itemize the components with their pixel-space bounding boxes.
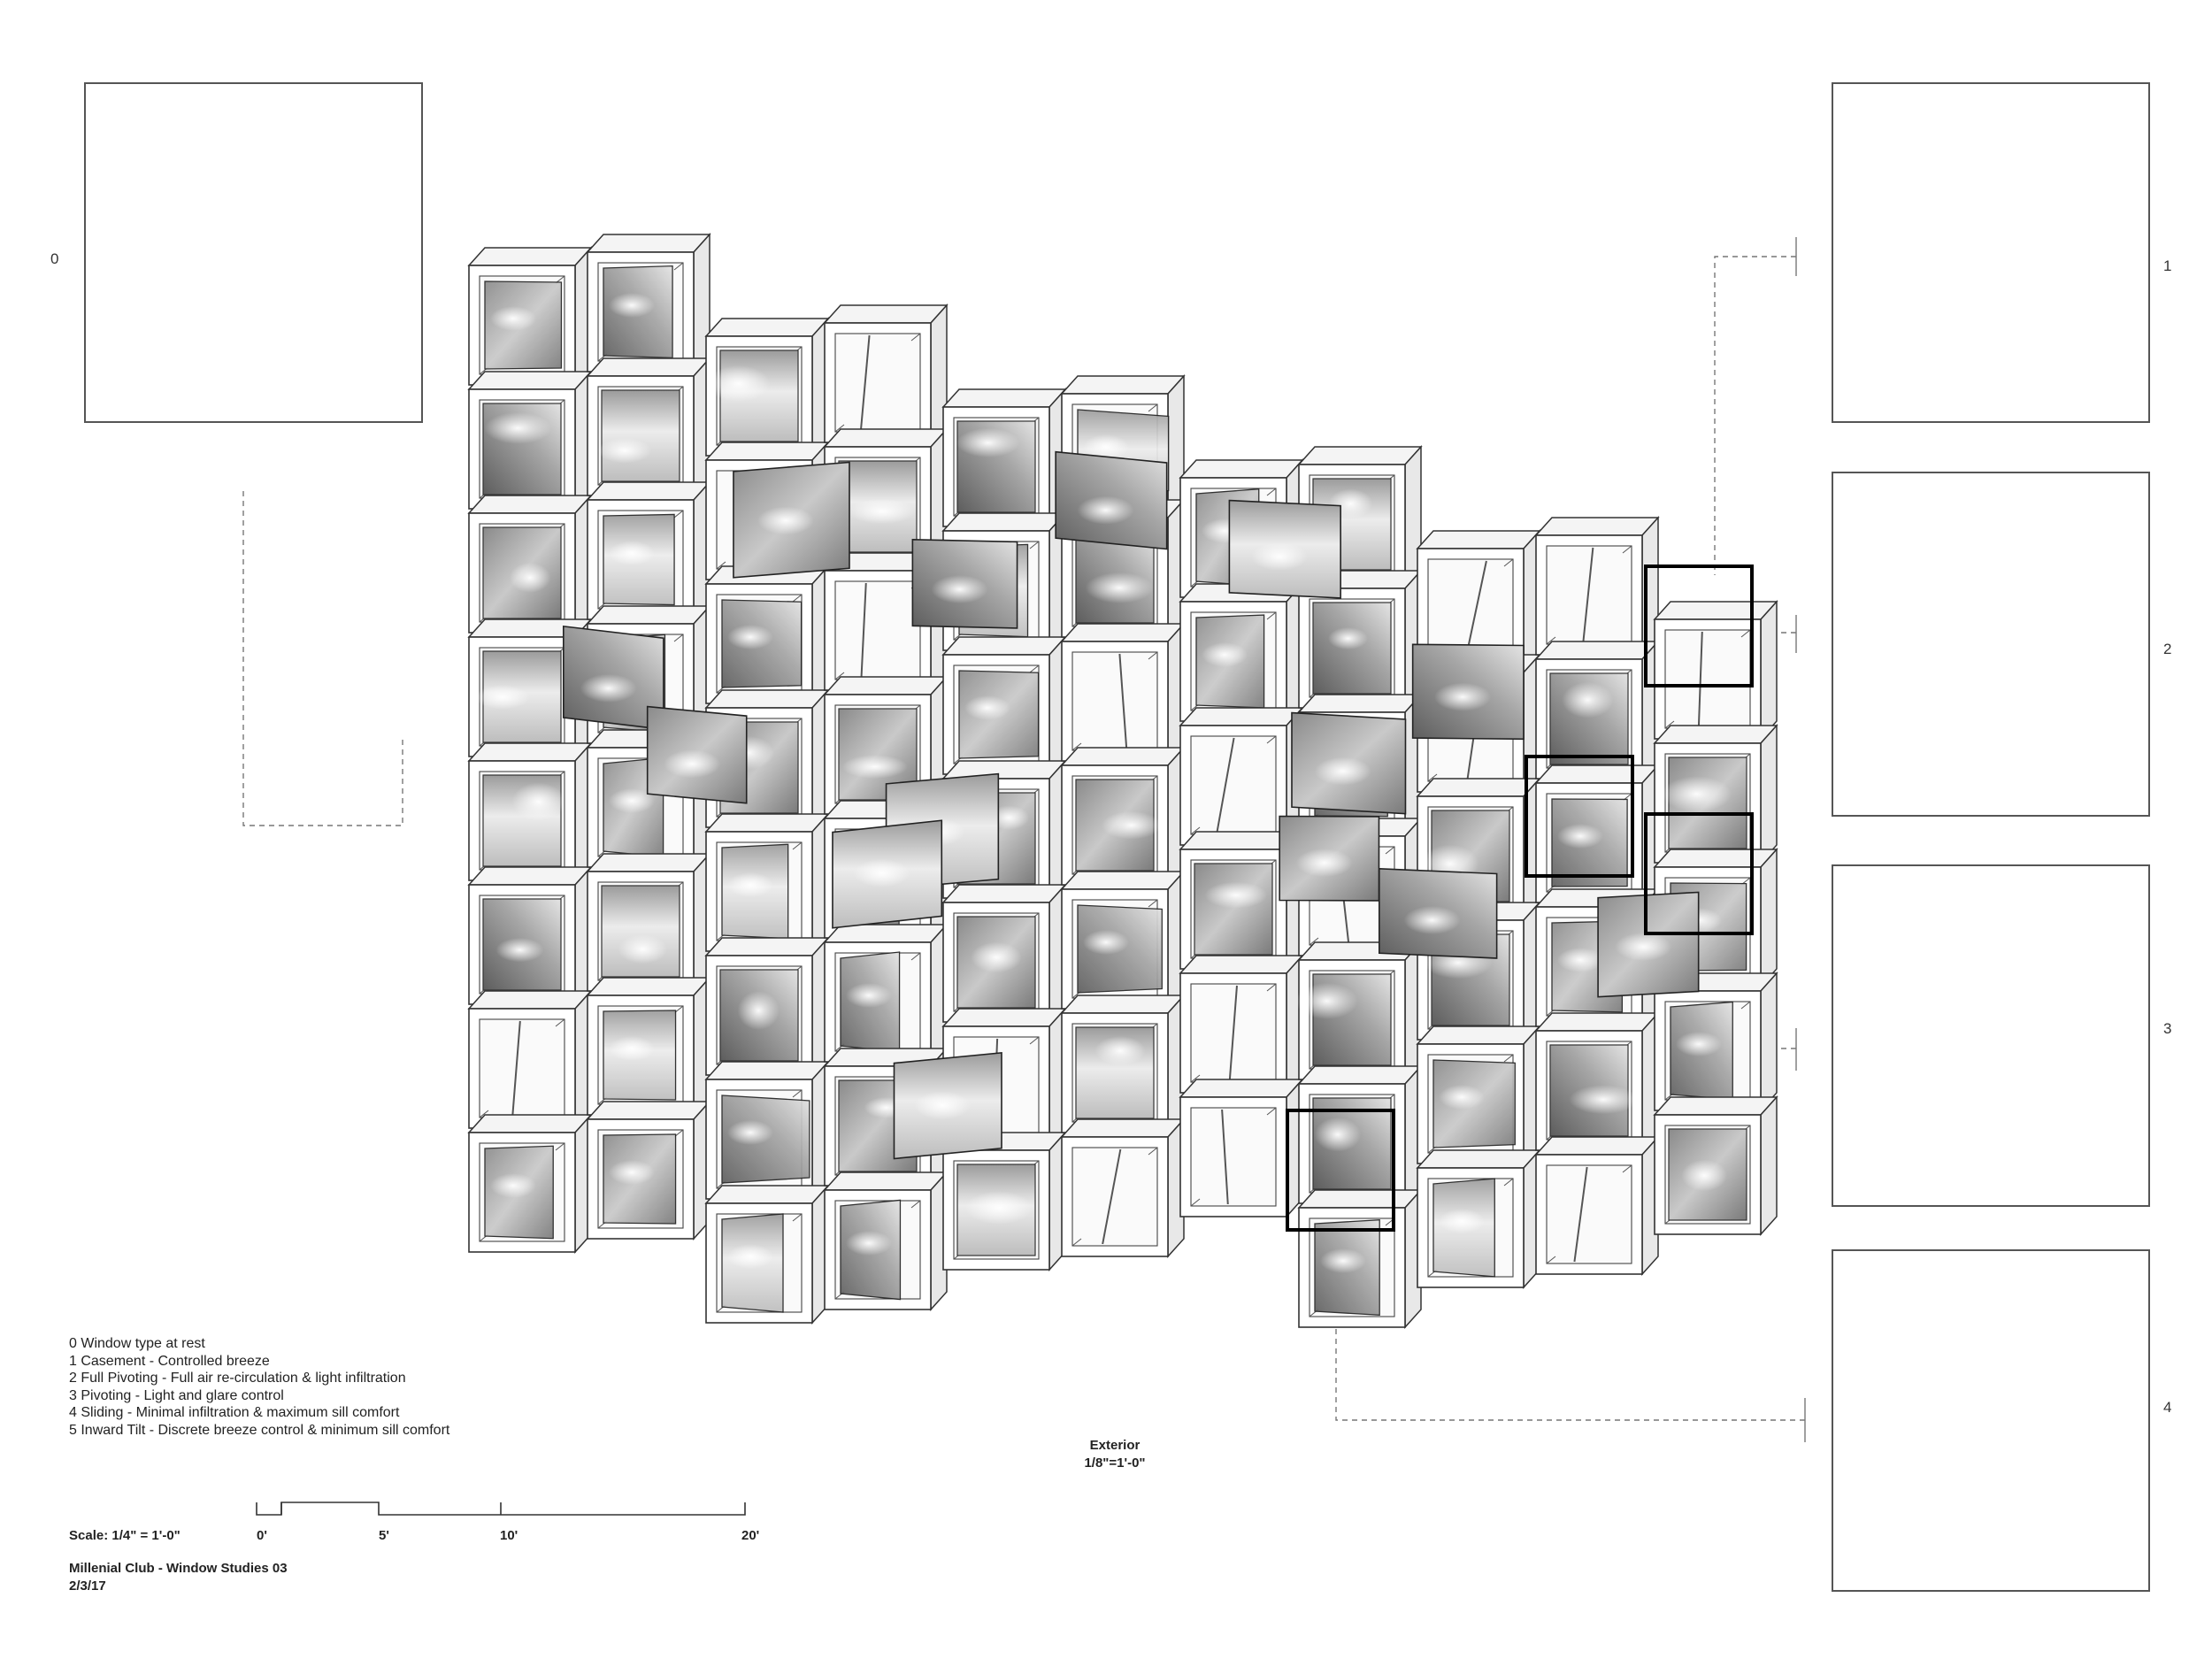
highlight-frame xyxy=(1644,565,1754,687)
window-module xyxy=(823,303,949,444)
window-module xyxy=(704,317,830,457)
window-grid xyxy=(467,233,1778,1329)
panel-0-window-at-rest xyxy=(84,82,423,423)
highlight-frame xyxy=(1525,755,1634,878)
pivoted-pane xyxy=(1291,711,1407,815)
drawing-caption: Exterior 1/8"=1'-0" xyxy=(1035,1437,1194,1472)
window-module xyxy=(704,936,830,1077)
window-module xyxy=(586,852,711,993)
title-block: Millenial Club - Window Studies 03 2/3/1… xyxy=(69,1560,288,1595)
caption-scale: 1/8"=1'-0" xyxy=(1084,1455,1146,1471)
pivoted-pane xyxy=(733,461,850,579)
window-module xyxy=(1060,870,1186,1010)
window-module xyxy=(941,1131,1067,1271)
caption-view: Exterior xyxy=(1089,1438,1141,1453)
legend-item: 3 Pivoting - Light and glare control xyxy=(69,1387,284,1403)
window-module xyxy=(1179,830,1304,971)
panel-number-1: 1 xyxy=(2163,257,2172,274)
window-module xyxy=(467,865,593,1006)
panel-number-2: 2 xyxy=(2163,641,2172,657)
window-module xyxy=(704,565,830,705)
window-module xyxy=(586,480,711,621)
pivoted-pane xyxy=(1378,867,1498,959)
window-module xyxy=(1653,972,1778,1112)
window-module xyxy=(1179,706,1304,847)
panel-4-sliding xyxy=(1832,1249,2150,1592)
panel-number-4: 4 xyxy=(2163,1399,2172,1416)
legend-item: 4 Sliding - Minimal infiltration & maxim… xyxy=(69,1405,400,1420)
window-module xyxy=(1297,569,1423,710)
scale-tick-10: 10' xyxy=(500,1528,518,1543)
window-module xyxy=(941,388,1067,528)
window-module xyxy=(1297,1188,1423,1329)
window-type-legend: 0 Window type at rest 1 Casement - Contr… xyxy=(69,1335,449,1439)
panel-3-pivoting xyxy=(1832,864,2150,1207)
window-module xyxy=(1179,1078,1304,1218)
pivoted-pane xyxy=(1411,643,1525,741)
window-module xyxy=(1060,1118,1186,1258)
window-module xyxy=(586,1100,711,1240)
pivoted-pane xyxy=(911,538,1018,629)
window-module xyxy=(704,1060,830,1201)
highlight-frame xyxy=(1644,812,1754,935)
pivoted-pane xyxy=(832,819,943,929)
window-module xyxy=(1653,600,1778,741)
window-module xyxy=(467,989,593,1130)
window-module xyxy=(704,812,830,953)
window-module xyxy=(1060,746,1186,887)
window-module xyxy=(467,370,593,511)
window-module xyxy=(704,1184,830,1325)
scale-label: Scale: 1/4" = 1'-0" xyxy=(69,1528,180,1543)
window-module xyxy=(823,923,949,1064)
window-module xyxy=(586,976,711,1117)
window-module xyxy=(1534,1135,1660,1276)
legend-item: 5 Inward Tilt - Discrete breeze control … xyxy=(69,1422,450,1438)
window-module xyxy=(941,883,1067,1024)
pivoted-pane xyxy=(646,705,748,804)
window-module xyxy=(1295,941,1423,1081)
scale-tick-20: 20' xyxy=(741,1528,760,1543)
legend-item: 2 Full Pivoting - Full air re-circulatio… xyxy=(69,1371,406,1386)
pivoted-pane xyxy=(1228,499,1341,599)
window-module xyxy=(467,246,593,387)
highlight-frame xyxy=(1286,1109,1395,1232)
drawing-date: 2/3/17 xyxy=(69,1578,106,1594)
pivoted-pane xyxy=(893,1052,1002,1160)
window-module xyxy=(941,635,1067,776)
window-module xyxy=(586,233,711,373)
window-module xyxy=(1179,954,1304,1094)
project-title: Millenial Club - Window Studies 03 xyxy=(69,1561,288,1576)
panel-number-3: 3 xyxy=(2163,1020,2172,1037)
panel-1-casement xyxy=(1832,82,2150,423)
window-module xyxy=(1653,1095,1778,1236)
window-module xyxy=(1534,516,1660,657)
pivoted-pane xyxy=(563,625,664,731)
panel-2-full-pivoting xyxy=(1832,472,2150,817)
pivoted-pane xyxy=(1597,891,1700,998)
pivoted-pane xyxy=(1055,450,1168,550)
window-module xyxy=(467,741,593,882)
window-module xyxy=(1060,994,1186,1134)
scale-tick-0: 0' xyxy=(257,1528,267,1543)
window-module xyxy=(1060,622,1186,763)
window-module xyxy=(1534,764,1660,904)
window-module xyxy=(586,357,711,497)
window-module xyxy=(1534,1011,1660,1152)
legend-item: 1 Casement - Controlled breeze xyxy=(69,1353,270,1369)
window-module xyxy=(1653,724,1778,864)
window-module xyxy=(1416,1148,1541,1289)
pivoted-pane xyxy=(1279,815,1380,902)
window-module xyxy=(467,1113,593,1254)
window-module xyxy=(1179,582,1304,723)
window-module xyxy=(1297,1064,1423,1205)
window-module xyxy=(1416,1025,1541,1165)
panel-number-0: 0 xyxy=(50,250,59,267)
window-module xyxy=(823,1171,949,1311)
legend-item: 0 Window type at rest xyxy=(69,1336,205,1351)
scale-tick-5: 5' xyxy=(379,1528,389,1543)
window-module xyxy=(467,494,593,634)
